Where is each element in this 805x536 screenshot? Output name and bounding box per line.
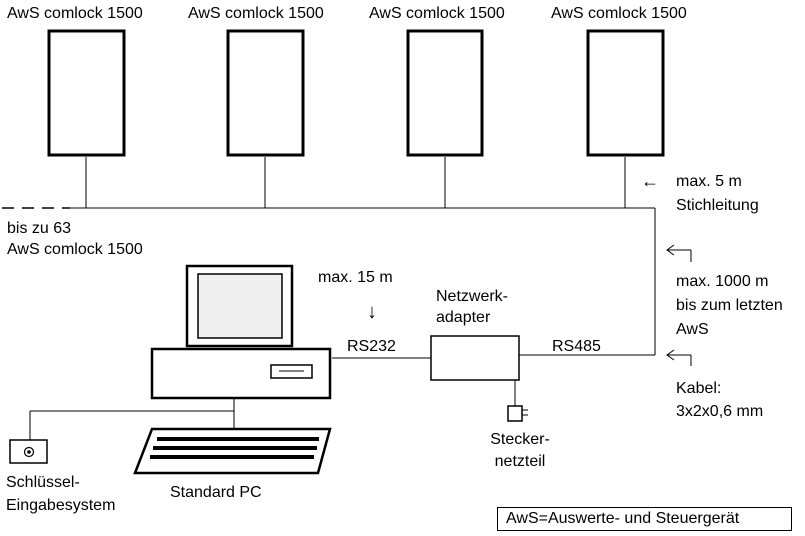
key-system-label-2: Eingabesystem — [6, 497, 116, 514]
device-label-3: AwS comlock 1500 — [369, 5, 505, 22]
psu-label-1: Stecker- — [490, 431, 550, 448]
rs232-label: RS232 — [347, 338, 396, 355]
cable-label-1: Kabel: — [676, 380, 722, 397]
extra-devices-name: AwS comlock 1500 — [7, 241, 143, 258]
bus-length-1: max. 1000 m — [676, 273, 769, 290]
adapter-label-1: Netzwerk- — [436, 288, 509, 305]
aws-unit-1 — [47, 29, 126, 157]
key-system-label-1: Schlüssel- — [6, 474, 80, 491]
max15-label: max. 15 m — [318, 269, 393, 286]
legend-box: AwS=Auswerte- und Steuergerät — [497, 507, 792, 531]
network-adapter — [430, 335, 520, 381]
stub-arrow: ← — [641, 171, 659, 191]
pc-label: Standard PC — [170, 484, 262, 501]
down-arrow: ↓ — [367, 301, 377, 323]
cable-label-2: 3x2x0,6 mm — [676, 403, 764, 420]
bus-length-3: AwS — [676, 321, 709, 338]
keyboard — [133, 427, 332, 475]
extra-devices-count: bis zu 63 — [7, 220, 72, 237]
rs485-label: RS485 — [552, 338, 601, 355]
device-label-2: AwS comlock 1500 — [188, 5, 324, 22]
monitor-screen — [197, 273, 283, 339]
aws-unit-3 — [406, 29, 484, 157]
adapter-label-2: adapter — [436, 309, 491, 326]
device-label-1: AwS comlock 1500 — [7, 5, 143, 22]
bus-length-2: bis zum letzten — [676, 297, 783, 314]
psu-label-2: netzteil — [494, 453, 546, 470]
device-label-4: AwS comlock 1500 — [551, 5, 687, 22]
stub-name-label: Stichleitung — [676, 197, 759, 214]
aws-unit-4 — [586, 29, 665, 157]
aws-unit-2 — [226, 29, 305, 157]
psu-plug — [507, 405, 523, 422]
stub-length-label: max. 5 m — [676, 173, 742, 190]
